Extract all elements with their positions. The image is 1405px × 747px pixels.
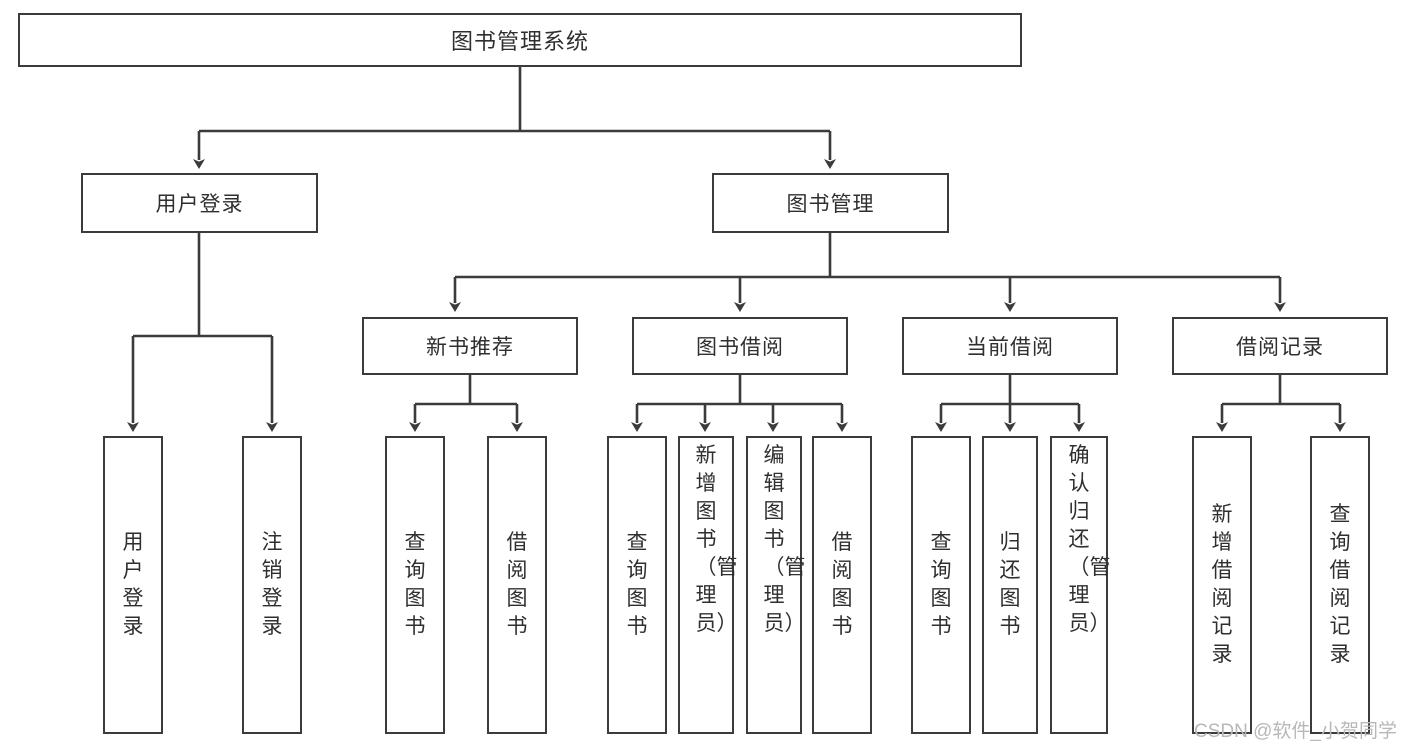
leaf-label: 查询图书 [930, 531, 952, 638]
node-user-login[interactable]: 用户登录 [81, 173, 318, 233]
leaf-borrow-record-add[interactable]: 新增借阅记录 [1192, 436, 1252, 734]
leaf-current-borrow-confirm-return[interactable]: 确认归还（管理员） [1050, 436, 1111, 734]
leaf-label: 新增图书（管理员） [695, 444, 738, 635]
node-current-borrow[interactable]: 当前借阅 [902, 317, 1118, 375]
node-book-management-label: 图书管理 [786, 193, 875, 216]
leaf-book-borrow-query[interactable]: 查询图书 [607, 436, 667, 734]
node-root[interactable]: 图书管理系统 [18, 13, 1022, 67]
leaf-label: 用户登录 [122, 531, 144, 638]
leaf-new-book-borrow[interactable]: 借阅图书 [487, 436, 547, 734]
node-root-label: 图书管理系统 [450, 29, 589, 54]
leaf-label: 确认归还（管理员） [1068, 444, 1111, 635]
leaf-label: 编辑图书（管理员） [763, 444, 806, 635]
node-book-borrow-label: 图书借阅 [696, 336, 784, 359]
leaf-label: 借阅图书 [506, 531, 528, 638]
leaf-label: 归还图书 [999, 531, 1021, 638]
node-user-login-label: 用户登录 [155, 193, 244, 216]
node-new-book-recommend-label: 新书推荐 [426, 336, 514, 359]
leaf-user-login-signin[interactable]: 用户登录 [103, 436, 163, 734]
leaf-book-borrow-borrow[interactable]: 借阅图书 [812, 436, 872, 734]
leaf-label: 查询借阅记录 [1329, 503, 1351, 666]
leaf-borrow-record-query[interactable]: 查询借阅记录 [1310, 436, 1370, 734]
leaf-label: 注销登录 [261, 531, 283, 638]
leaf-new-book-query[interactable]: 查询图书 [385, 436, 445, 734]
leaf-book-borrow-add[interactable]: 新增图书（管理员） [678, 436, 738, 734]
leaf-book-borrow-edit[interactable]: 编辑图书（管理员） [746, 436, 806, 734]
leaf-label: 查询图书 [626, 531, 648, 638]
node-current-borrow-label: 当前借阅 [966, 336, 1054, 359]
node-book-borrow[interactable]: 图书借阅 [632, 317, 848, 375]
leaf-label: 查询图书 [404, 531, 426, 638]
leaf-current-borrow-query[interactable]: 查询图书 [911, 436, 971, 734]
leaf-user-login-signout[interactable]: 注销登录 [242, 436, 302, 734]
watermark: CSDN @软件_小贺同学 [1194, 721, 1397, 742]
leaf-current-borrow-return[interactable]: 归还图书 [982, 436, 1038, 734]
node-borrow-record-label: 借阅记录 [1236, 336, 1324, 359]
node-borrow-record[interactable]: 借阅记录 [1172, 317, 1388, 375]
leaf-label: 新增借阅记录 [1211, 503, 1233, 666]
node-new-book-recommend[interactable]: 新书推荐 [362, 317, 578, 375]
node-book-management[interactable]: 图书管理 [712, 173, 949, 233]
leaf-label: 借阅图书 [831, 531, 853, 638]
